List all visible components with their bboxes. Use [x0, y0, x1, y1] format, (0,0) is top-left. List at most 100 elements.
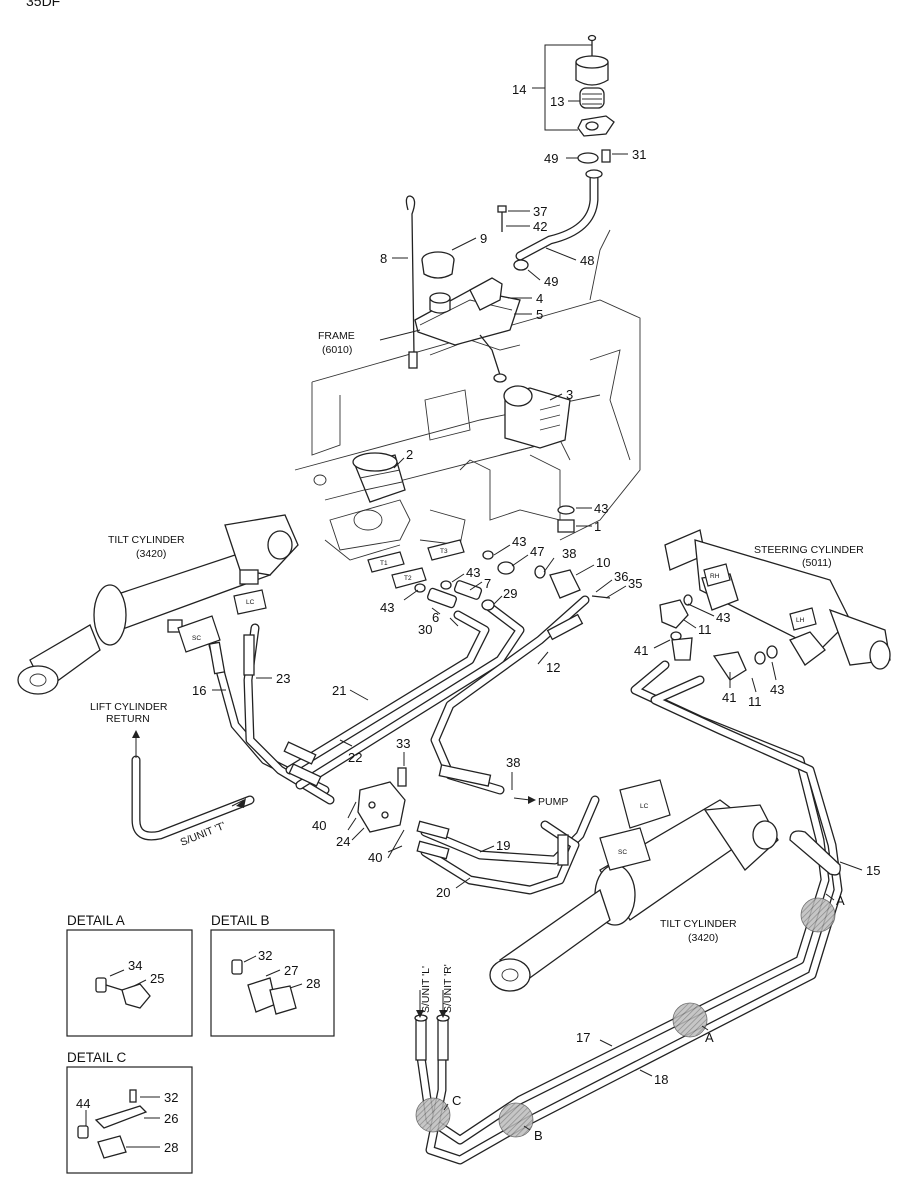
detail-c-location	[415, 1097, 451, 1133]
part-number: 32	[164, 1090, 178, 1105]
part-number: 30	[418, 622, 432, 637]
location-letter-a1: A	[836, 893, 845, 908]
tag-sc-right: SC	[618, 849, 627, 856]
part-number: 18	[654, 1072, 668, 1087]
steering-cylinder-label: STEERING CYLINDER	[754, 544, 864, 556]
tag-t1: T1	[380, 560, 388, 567]
part-number: 47	[530, 544, 544, 559]
lift-cylinder-return-label: LIFT CYLINDER	[90, 701, 168, 713]
tag-lc-left: LC	[246, 599, 255, 606]
part-number: 24	[336, 834, 350, 849]
part-numbers: 14 13 49 31 37 42 9 8 48 49 4 5 3 2 43 1…	[76, 82, 880, 1155]
clamp-15	[789, 830, 841, 876]
tag-lc-right: LC	[640, 803, 649, 810]
part-number: 15	[866, 863, 880, 878]
part-number: 43	[380, 600, 394, 615]
part-number: 33	[396, 736, 410, 751]
tilt-cylinder-right	[489, 799, 779, 992]
tilt-cylinder-left	[17, 514, 299, 695]
leader-lines	[132, 44, 863, 1131]
pump-label: PUMP	[538, 796, 568, 808]
steering-fittings	[659, 594, 778, 681]
part-number: 9	[480, 231, 487, 246]
frame-label: FRAME	[318, 330, 355, 342]
tag-lh: LH	[796, 617, 805, 624]
tank-cover-assembly	[414, 205, 521, 383]
tee-block	[357, 767, 407, 833]
location-letter-b: B	[534, 1128, 543, 1143]
tilt-cylinder-right-label: TILT CYLINDER	[660, 918, 737, 930]
part-number: 32	[258, 948, 272, 963]
part-number: 8	[380, 251, 387, 266]
part-number: 5	[536, 307, 543, 322]
part-number: 49	[544, 151, 558, 166]
s-unit-r-label: S/UNIT 'R'	[442, 964, 454, 1013]
part-number: 42	[533, 219, 547, 234]
tag-boxes	[177, 539, 817, 871]
hydraulic-hoses	[131, 595, 843, 1165]
drain-plug	[557, 505, 575, 533]
part-number: 14	[512, 82, 526, 97]
part-number: 49	[544, 274, 558, 289]
part-number: 26	[164, 1111, 178, 1126]
frame-drawing	[294, 229, 641, 561]
part-number: 43	[466, 565, 480, 580]
part-number: 17	[576, 1030, 590, 1045]
part-number: 28	[306, 976, 320, 991]
detail-c-box	[66, 1066, 193, 1174]
tag-t2: T2	[404, 575, 412, 582]
tilt-cylinder-left-code: (3420)	[136, 548, 166, 560]
part-number: 43	[594, 501, 608, 516]
detail-b-box	[210, 929, 335, 1037]
part-number: 43	[716, 610, 730, 625]
part-number: 48	[580, 253, 594, 268]
tag-sc-left: SC	[192, 635, 201, 642]
part-number: 16	[192, 683, 206, 698]
part-number: 34	[128, 958, 142, 973]
part-number: 27	[284, 963, 298, 978]
dipstick	[405, 195, 418, 369]
location-letter-c: C	[452, 1093, 461, 1108]
part-number: 20	[436, 885, 450, 900]
part-number: 23	[276, 671, 290, 686]
detail-b-location	[498, 1102, 534, 1138]
part-number: 43	[770, 682, 784, 697]
part-number: 40	[312, 818, 326, 833]
part-number: 43	[512, 534, 526, 549]
model-code: 35DF	[26, 0, 60, 9]
part-number: 40	[368, 850, 382, 865]
breather-assembly	[575, 34, 615, 164]
tilt-cylinder-left-label: TILT CYLINDER	[108, 534, 185, 546]
part-number: 22	[348, 750, 362, 765]
part-number: 10	[596, 555, 610, 570]
part-number: 3	[566, 387, 573, 402]
suction-strainer	[352, 452, 406, 503]
part-number: 12	[546, 660, 560, 675]
part-number: 11	[748, 694, 762, 709]
part-number: 29	[503, 586, 517, 601]
detail-a-location-2	[672, 1002, 708, 1038]
detail-a-title: DETAIL A	[67, 913, 125, 928]
part-number: 2	[406, 447, 413, 462]
part-number: 41	[722, 690, 736, 705]
part-number: 37	[533, 204, 547, 219]
fitting-cluster	[414, 550, 611, 611]
tilt-cylinder-right-code: (3420)	[688, 932, 718, 944]
detail-c-title: DETAIL C	[67, 1050, 127, 1065]
part-number: 41	[634, 643, 648, 658]
text-labels: FRAME (6010) TILT CYLINDER (3420) STEERI…	[67, 330, 864, 1143]
part-number: 6	[432, 610, 439, 625]
s-unit-l-label: S/UNIT 'L'	[420, 966, 432, 1013]
part-number: 13	[550, 94, 564, 109]
steering-cylinder-code: (5011)	[802, 557, 832, 569]
part-number: 44	[76, 1096, 90, 1111]
part-number: 1	[594, 519, 601, 534]
tag-t3: T3	[440, 548, 448, 555]
detail-b-title: DETAIL B	[211, 913, 270, 928]
detail-a-box	[66, 929, 193, 1037]
part-number: 28	[164, 1140, 178, 1155]
part-number: 11	[698, 622, 712, 637]
part-number: 31	[632, 147, 646, 162]
